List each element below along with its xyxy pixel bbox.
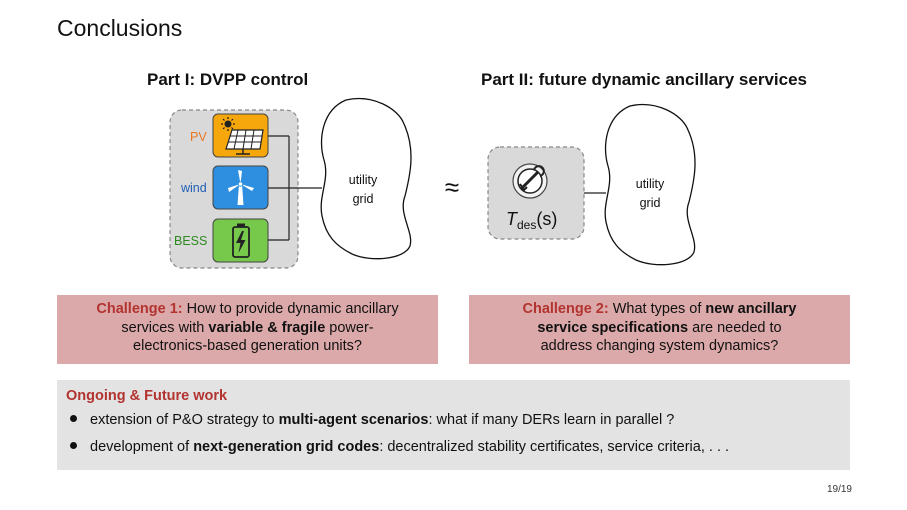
challenge2-text-a: What types of: [612, 301, 702, 317]
bess-label: BESS: [174, 234, 207, 248]
utility-grid-blob: [320, 98, 412, 260]
utility-grid-label-line1: utility: [349, 173, 378, 187]
challenge2-line2: service specifications are needed to: [469, 319, 850, 338]
challenge2-box: Challenge 2: What types of new ancillary…: [469, 295, 850, 364]
dvpp-diagram: PV wind BE: [169, 98, 696, 269]
bullet1-text-a: extension of P&O strategy to: [90, 412, 275, 428]
challenge1-text-a: How to provide dynamic ancillary: [186, 301, 399, 317]
bullet-dot: [70, 414, 77, 422]
gear-wrench-icon: [512, 163, 548, 199]
page-number: 19/19: [826, 484, 852, 495]
pv-label: PV: [190, 130, 207, 144]
challenge2-bold-b: service specifications: [537, 319, 689, 336]
challenge2-text-b: are needed to: [692, 319, 782, 336]
challenge1-label: Challenge 1:: [96, 301, 183, 317]
wind-turbine-icon: [212, 165, 269, 210]
future-bullet-2: development of next-generation grid code…: [70, 439, 729, 455]
solar-panel-icon: [212, 113, 269, 158]
challenge1-text-b: services with: [121, 319, 205, 336]
challenge1-text-c: power-: [329, 319, 374, 336]
challenge1-line1: Challenge 1: How to provide dynamic anci…: [57, 300, 438, 319]
utility-grid-label-line2: grid: [353, 192, 374, 206]
slide-title: Conclusions: [57, 15, 183, 41]
approx-symbol: ≈: [445, 172, 459, 202]
utility-grid-blob-2: [604, 104, 696, 266]
challenge2-line3: address changing system dynamics?: [540, 338, 779, 354]
future-work-box: Ongoing & Future work extension of P&O s…: [57, 380, 850, 470]
challenge1-line2: services with variable & fragile power-: [57, 319, 438, 338]
part1-heading: Part I: DVPP control: [147, 70, 309, 89]
wind-label: wind: [180, 181, 207, 195]
battery-icon: [212, 218, 269, 263]
utility-grid-2-label-line2: grid: [640, 196, 661, 210]
challenge2-label: Challenge 2:: [522, 301, 609, 317]
connection-lines: [268, 135, 322, 241]
transfer-function: Tdes(s): [506, 209, 557, 232]
challenge2-line1: Challenge 2: What types of new ancillary: [469, 300, 850, 319]
bullet2-text-a: development of: [90, 439, 190, 455]
challenge1-line3: electronics-based generation units?: [133, 338, 362, 354]
bullet2-bold: next-generation grid codes: [193, 439, 380, 455]
future-bullet-1: extension of P&O strategy to multi-agent…: [70, 412, 674, 428]
part2-heading: Part II: future dynamic ancillary servic…: [481, 70, 807, 89]
bullet1-text-b: : what if many DERs learn in parallel ?: [428, 412, 675, 428]
challenge1-box: Challenge 1: How to provide dynamic anci…: [57, 295, 438, 364]
challenge2-bold-a: new ancillary: [705, 301, 797, 317]
future-work-heading: Ongoing & Future work: [66, 388, 228, 404]
challenge1-bold: variable & fragile: [208, 319, 326, 336]
bullet-dot: [70, 441, 77, 449]
bullet2-text-b: : decentralized stability certificates, …: [379, 439, 730, 455]
bullet1-bold: multi-agent scenarios: [278, 412, 429, 428]
utility-grid-2-label-line1: utility: [636, 177, 665, 191]
